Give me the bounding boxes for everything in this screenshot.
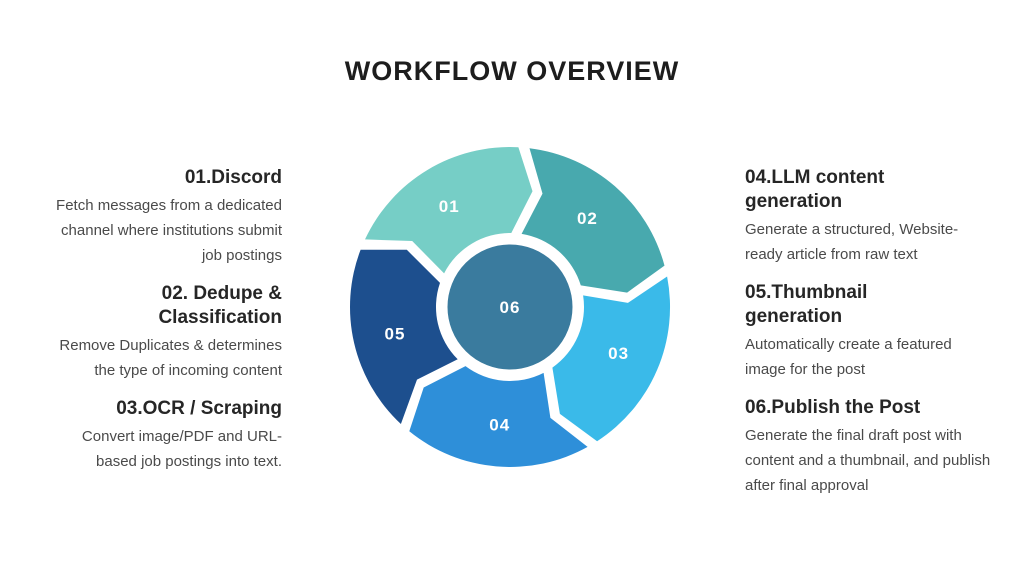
step-body: Fetch messages from a dedicated channel … bbox=[56, 197, 282, 264]
segment-label-05: 05 bbox=[385, 325, 406, 344]
step-body: Generate a structured, Website-ready art… bbox=[745, 221, 959, 263]
segment-03 bbox=[552, 276, 671, 442]
page-title: WORKFLOW OVERVIEW bbox=[344, 56, 680, 86]
step-heading: 04.LLM content generation bbox=[745, 167, 885, 212]
step-llm-content-generation: 04.LLM content generation Generate a str… bbox=[745, 166, 995, 267]
step-body: Generate the final draft post with conte… bbox=[745, 427, 991, 494]
step-heading: 02. Dedupe & Classification bbox=[158, 283, 282, 328]
step-ocr-scraping: 03.OCR / Scraping Convert image/PDF and … bbox=[42, 397, 282, 474]
right-steps-column: 04.LLM content generation Generate a str… bbox=[745, 166, 995, 512]
step-heading: 05.Thumbnail generation bbox=[745, 282, 868, 327]
segment-05 bbox=[350, 249, 458, 424]
step-thumbnail-generation: 05.Thumbnail generation Automatically cr… bbox=[745, 281, 995, 382]
workflow-cycle-diagram: 01 02 03 04 05 06 bbox=[340, 137, 680, 477]
step-heading: 06.Publish the Post bbox=[745, 397, 921, 418]
cycle-diagram-svg: 01 02 03 04 05 06 bbox=[350, 146, 671, 467]
step-body: Automatically create a featured image fo… bbox=[745, 336, 952, 378]
left-steps-column: 01.Discord Fetch messages from a dedicat… bbox=[42, 166, 282, 488]
segment-label-02: 02 bbox=[577, 209, 598, 228]
center-label: 06 bbox=[500, 298, 521, 317]
step-dedupe-classification: 02. Dedupe & Classification Remove Dupli… bbox=[42, 282, 282, 383]
segment-02 bbox=[521, 148, 665, 293]
step-body: Remove Duplicates & determines the type … bbox=[59, 337, 282, 379]
step-heading: 03.OCR / Scraping bbox=[116, 398, 282, 419]
center-circle bbox=[440, 237, 580, 377]
segment-label-04: 04 bbox=[489, 416, 510, 435]
segment-01 bbox=[365, 146, 533, 274]
step-discord: 01.Discord Fetch messages from a dedicat… bbox=[42, 166, 282, 268]
segment-label-03: 03 bbox=[608, 344, 629, 363]
segment-04 bbox=[409, 366, 588, 467]
step-body: Convert image/PDF and URL-based job post… bbox=[81, 428, 282, 470]
step-publish-post: 06.Publish the Post Generate the final d… bbox=[745, 396, 995, 498]
segment-label-01: 01 bbox=[439, 197, 460, 216]
step-heading: 01.Discord bbox=[184, 167, 282, 188]
